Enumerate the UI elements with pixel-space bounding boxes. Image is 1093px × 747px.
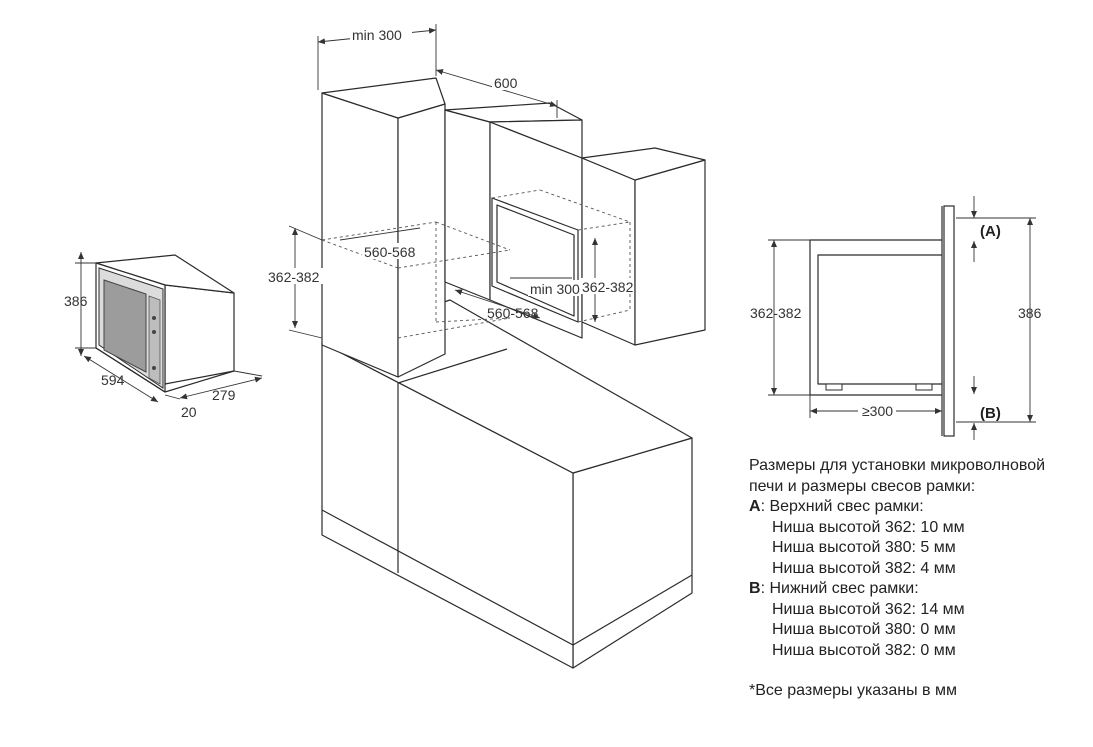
overhang-a-label: (A) (980, 223, 1001, 240)
microwave-frame-label: 20 (181, 404, 197, 420)
niche-height-wall-label: 362-382 (582, 279, 634, 295)
wall-gap-label: min 300 (530, 281, 580, 297)
microwave-drawing: 386 594 279 20 (64, 252, 263, 420)
notes-b-item: Ниша высотой 362: 14 мм (772, 600, 965, 618)
notes-a-item: Ниша высотой 380: 5 мм (772, 539, 956, 556)
notes-a-letter: A (749, 498, 761, 515)
niche-width-top-label: 560-568 (364, 244, 416, 260)
niche-height-label: 362-382 (268, 269, 320, 285)
notes-b-title: : Нижний свес рамки: (760, 580, 919, 597)
section-depth-label: ≥300 (862, 403, 893, 419)
notes-a-item: Ниша высотой 382: 4 мм (772, 559, 956, 577)
notes-b-heading: B: Нижний свес рамки: (749, 579, 1079, 600)
side-gap-label: min 300 (352, 27, 402, 43)
microwave-depth-label: 279 (212, 387, 236, 403)
microwave-height-label: 386 (64, 293, 88, 309)
notes-a-item: Ниша высотой 362: 10 мм (772, 518, 965, 536)
notes-b-item: Ниша высотой 380: 0 мм (772, 621, 956, 638)
notes-footnote: *Все размеры указаны в мм (749, 682, 957, 699)
section-drawing: 386 362-382 (A) (B) ≥300 (750, 196, 1042, 440)
section-niche-height-label: 362-382 (750, 305, 802, 321)
cabinet-depth-label: 600 (494, 75, 518, 91)
notes-a-title: : Верхний свес рамки: (760, 498, 924, 515)
notes-a-heading: A: Верхний свес рамки: (749, 497, 1079, 518)
microwave-width-label: 594 (101, 372, 125, 388)
niche-width-bottom-label: 560-568 (487, 305, 539, 321)
notes-b-item: Ниша высотой 382: 0 мм (772, 641, 956, 659)
cabinet-drawing: min 300 600 560-568 362-382 560-568 min … (266, 24, 706, 669)
section-total-height-label: 386 (1018, 305, 1042, 321)
notes-title: Размеры для установки микроволновой печи… (749, 457, 1046, 495)
overhang-b-label: (B) (980, 405, 1001, 422)
installation-notes: Размеры для установки микроволновой печи… (749, 456, 1079, 702)
notes-b-letter: B (749, 580, 761, 597)
